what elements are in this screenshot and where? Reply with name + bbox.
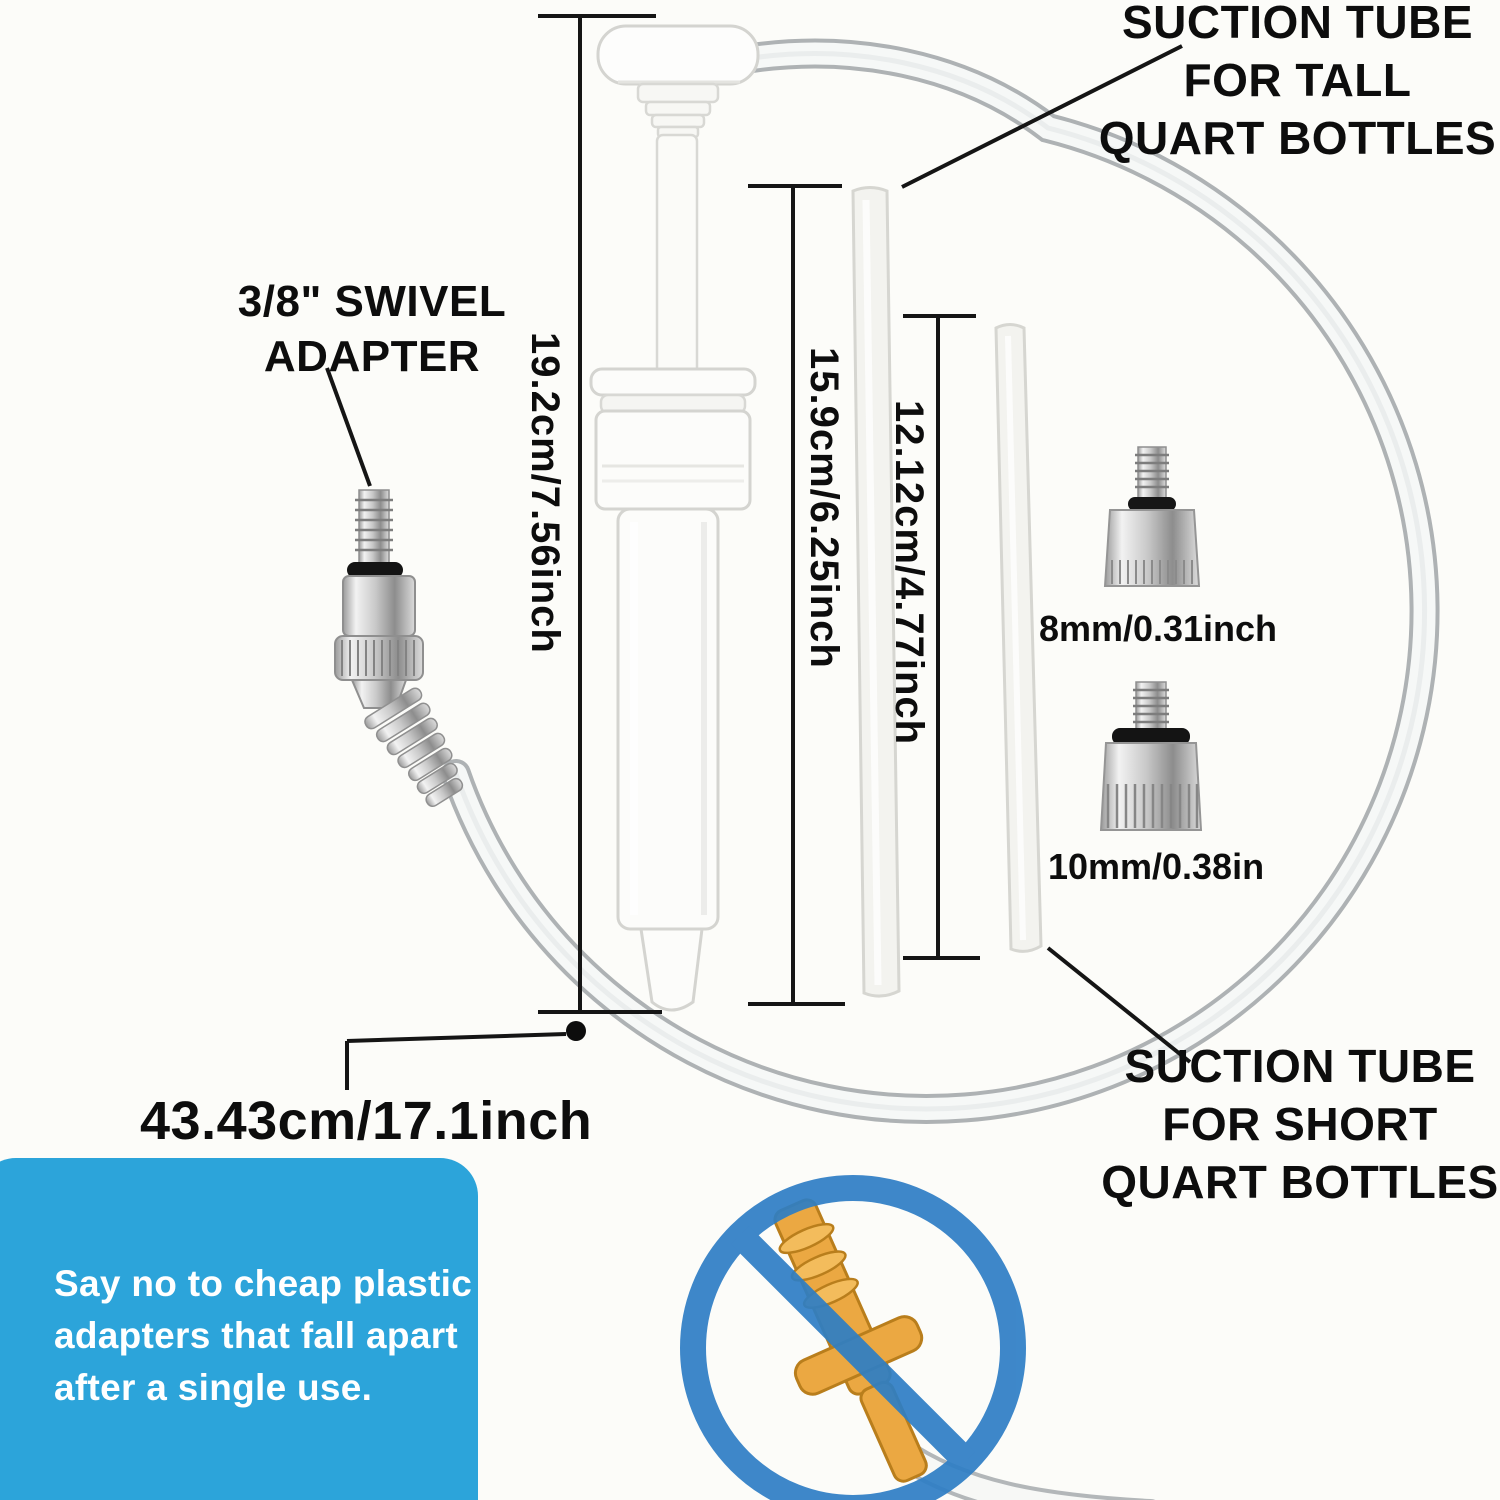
adapter-10mm bbox=[1099, 681, 1203, 831]
dimension-short-tube-length: 12.12cm/4.77inch bbox=[887, 400, 931, 746]
hose-length-marker bbox=[345, 1021, 586, 1090]
banned-plastic-adapter bbox=[680, 1175, 1156, 1500]
label-adapter-8mm: 8mm/0.31inch bbox=[1038, 608, 1278, 649]
main-hose bbox=[441, 38, 1440, 1124]
callout-message: Say no to cheap plastic adapters that fa… bbox=[54, 1263, 473, 1408]
label-swivel-adapter: 3/8" SWIVEL ADAPTER bbox=[237, 277, 507, 382]
dimension-lines bbox=[538, 14, 980, 1014]
hose-point-dot bbox=[566, 1021, 586, 1041]
leader-lines bbox=[325, 44, 1192, 1064]
swivel-adapter bbox=[334, 489, 464, 808]
prohibition-icon bbox=[680, 1175, 1026, 1500]
label-short-suction-tube: SUCTION TUBE FOR SHORT QUART BOTTLES bbox=[1101, 1040, 1499, 1208]
dimension-hose-length: 43.43cm/17.1inch bbox=[140, 1091, 593, 1151]
dimension-tall-tube-length: 15.9cm/6.25inch bbox=[802, 347, 846, 669]
pump-assembly bbox=[589, 24, 760, 1012]
callout-box: Say no to cheap plastic adapters that fa… bbox=[0, 1158, 478, 1500]
dimension-pump-length: 19.2cm/7.56inch bbox=[523, 332, 567, 654]
label-tall-suction-tube: SUCTION TUBE FOR TALL QUART BOTTLES bbox=[1098, 0, 1497, 164]
tall-suction-tube bbox=[851, 186, 901, 998]
adapter-8mm bbox=[1103, 446, 1201, 587]
label-adapter-10mm: 10mm/0.38in bbox=[1047, 846, 1265, 887]
short-suction-tube bbox=[994, 323, 1043, 953]
spring-coil bbox=[364, 687, 464, 808]
